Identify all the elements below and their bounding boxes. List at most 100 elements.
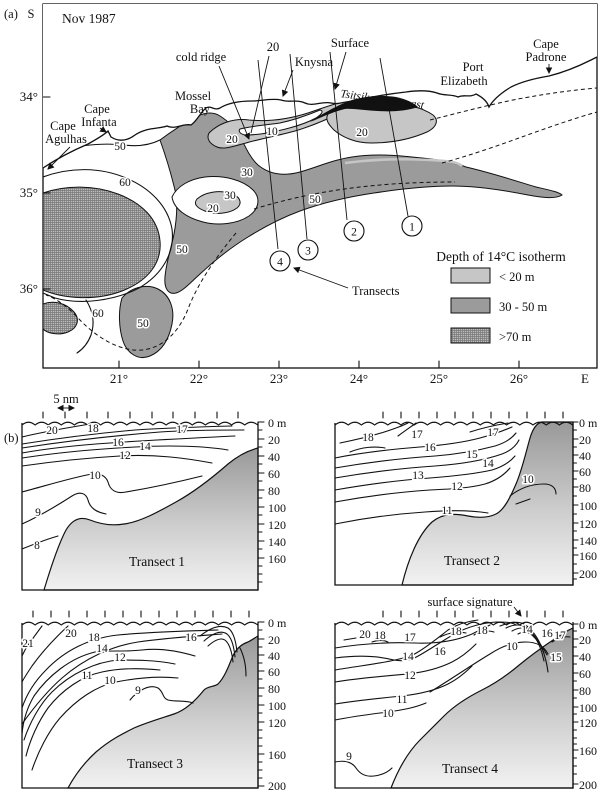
depth-ruler-minor-ticks (572, 630, 578, 775)
transects-label: Transects (352, 284, 400, 298)
depth-label: 160 (579, 744, 597, 758)
isotherm-label: 9 (135, 685, 141, 697)
lat-tick-label: 36° (20, 281, 38, 296)
isotherm-label: 18 (362, 432, 374, 444)
depth-label: 80 (268, 484, 280, 498)
surface-arrow (333, 51, 347, 90)
depth-label: 0 m (268, 416, 287, 430)
isotherm-contour (509, 483, 557, 497)
isotherm-contour (21, 535, 59, 550)
coastline (43, 56, 597, 169)
isotherm-label: 17 (487, 427, 499, 439)
depth-ruler-minor-ticks (572, 429, 578, 580)
depth-label: 60 (579, 465, 591, 479)
isotherm-label: 21 (22, 638, 34, 650)
isotherm-label: 10 (89, 470, 101, 482)
dashed-contour-mid (253, 181, 456, 210)
depth-ruler-minor-ticks (257, 429, 263, 583)
isotherm-label: 17 (404, 632, 416, 644)
isotherm-contour (551, 636, 571, 643)
legend-title: Depth of 14°C isotherm (436, 249, 566, 264)
isotherm-contour (334, 455, 516, 491)
isotherm-contour (439, 631, 467, 638)
seafloor (401, 421, 574, 586)
transect-2-circle (343, 220, 365, 242)
depth-label: 120 (268, 716, 286, 730)
isotherm-label: 10 (104, 675, 116, 687)
contour-label: 60 (92, 308, 104, 320)
depth-label: 100 (268, 501, 286, 515)
depth-label: 140 (579, 534, 597, 548)
water-surface (21, 421, 259, 426)
depth-label: 140 (268, 535, 286, 549)
transect-line-3 (289, 53, 308, 240)
transects-arrow (293, 266, 349, 289)
eddy-core-under20m (194, 191, 241, 214)
tongue-light-streak (344, 158, 463, 167)
lon-axis-direction: E (581, 371, 589, 386)
isotherm-label: 16 (185, 632, 197, 644)
depth-label: 160 (579, 549, 597, 563)
water-surface (334, 421, 574, 426)
isotherm-label: 10 (506, 641, 518, 653)
isotherm-label: 10 (522, 474, 534, 486)
panel-b-label: (b) (4, 431, 19, 445)
isotherm-contour (473, 630, 495, 636)
surface-signature-arrow (513, 606, 522, 617)
isotherm-label: 16 (434, 646, 446, 658)
isotherm-contour (517, 631, 548, 656)
isotherm-label: 12 (114, 652, 126, 664)
station-ticks (42, 411, 239, 419)
isotherm-label: 15 (550, 652, 562, 664)
cold-ridge-label: cold ridge (176, 50, 227, 64)
transect-1-number: 1 (409, 222, 415, 234)
depth-label: 80 (579, 481, 591, 495)
isotherm-label: 12 (451, 481, 463, 493)
section-box (21, 422, 259, 591)
contour-label: 50 (137, 318, 149, 330)
contour-label: 20 (207, 203, 219, 215)
isotherm-label: 14 (402, 651, 414, 663)
lon-tick-label: 25° (430, 371, 448, 386)
transect-4-panel: surface signature 0 m 20 40 60 80 100 12… (334, 595, 598, 792)
lon-tick-label: 26° (510, 371, 528, 386)
contour-label: 20 (226, 134, 238, 146)
transect-line-4 (257, 59, 279, 250)
isotherm-contour (21, 454, 213, 467)
isotherm-contour (334, 643, 477, 683)
transect-3-circle (297, 239, 319, 261)
transect-1-circle (401, 215, 423, 237)
map-date: Nov 1987 (62, 11, 116, 26)
dashed-contour-east (441, 111, 597, 164)
cape-agulhas-arrow (47, 146, 71, 170)
isotherm-label: 8 (34, 540, 40, 552)
isotherm-contour (21, 425, 233, 445)
depth-label: 100 (268, 699, 286, 713)
isotherm-label: 17 (554, 630, 566, 642)
isotherm-contour (21, 423, 91, 438)
isotherm-label: 14 (139, 441, 151, 453)
transect-line-2 (329, 51, 348, 221)
map-content (43, 4, 597, 358)
water-surface (334, 621, 574, 626)
depth-label: 20 (268, 433, 280, 447)
depth-label: 20 (579, 633, 591, 647)
depth-label: 60 (268, 665, 280, 679)
land-region (43, 4, 597, 168)
isotherm-contour (21, 629, 219, 709)
contour-label: 50 (176, 244, 188, 256)
port-elizabeth-label: Elizabeth (440, 74, 488, 88)
transect-title: Transect 1 (129, 554, 185, 569)
isotherm-label: 14 (96, 643, 108, 655)
isotherm-contour (334, 439, 520, 479)
transect-4-circle (269, 250, 291, 272)
isotherm-label: 9 (35, 507, 41, 519)
cold-ridge-arrow (218, 65, 250, 140)
isotherm-contour (21, 492, 107, 525)
isotherm-contour (21, 473, 203, 494)
isotherm-contour (515, 498, 531, 505)
depth-label: 80 (579, 684, 591, 698)
scale-bar-label: 5 nm (53, 392, 79, 406)
section-box (334, 422, 574, 586)
station-ticks (382, 610, 564, 618)
